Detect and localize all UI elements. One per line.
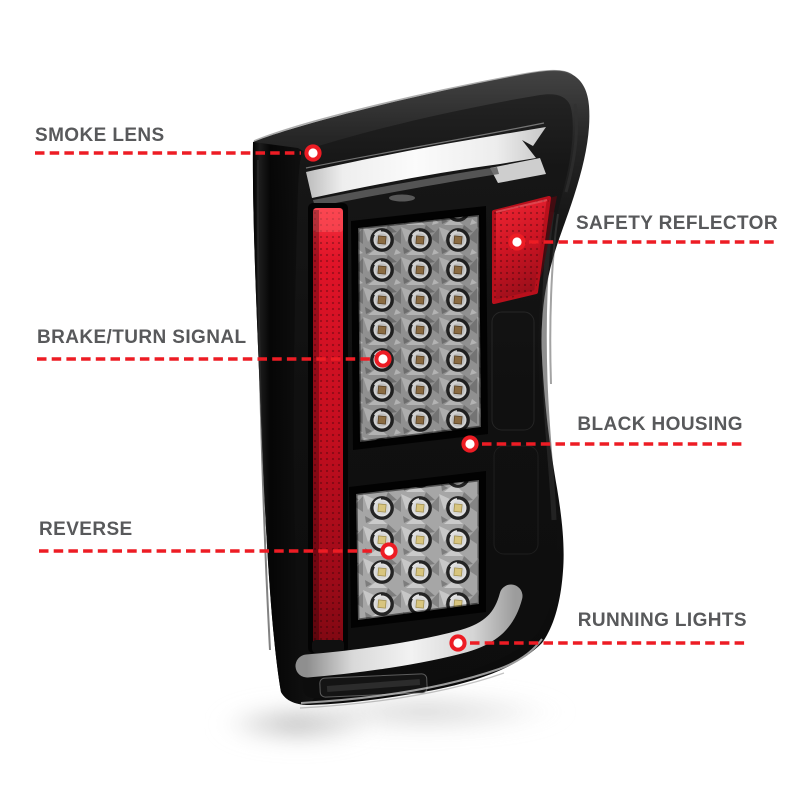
left-reflector-strip (308, 203, 348, 653)
callout-dot-safety-reflector (508, 233, 526, 251)
callout-label-safety-reflector: SAFETY REFLECTOR (575, 213, 778, 234)
callout-dot-reverse (380, 542, 398, 560)
reverse-led-panel (349, 471, 486, 628)
bottom-edge-highlight (299, 638, 543, 709)
callout-dot-brake-turn-signal (374, 350, 392, 368)
callout-label-reverse: REVERSE (39, 519, 133, 540)
callout-dot-smoke-lens (304, 144, 322, 162)
callout-dot-running-lights (449, 634, 467, 652)
safety-reflector-lens (492, 196, 557, 304)
license-plate-window (319, 673, 428, 698)
callout-label-smoke-lens: SMOKE LENS (35, 125, 165, 146)
callout-label-running-lights: RUNNING LIGHTS (577, 610, 747, 631)
callout-dot-black-housing (461, 435, 479, 453)
top-light-tube (305, 122, 546, 207)
callout-overlay (35, 144, 778, 652)
brake-led-panel (351, 206, 488, 450)
callout-label-brake-turn-signal: BRAKE/TURN SIGNAL (37, 327, 247, 348)
housing-side-face (252, 142, 314, 705)
callout-label-black-housing: BLACK HOUSING (577, 414, 743, 435)
